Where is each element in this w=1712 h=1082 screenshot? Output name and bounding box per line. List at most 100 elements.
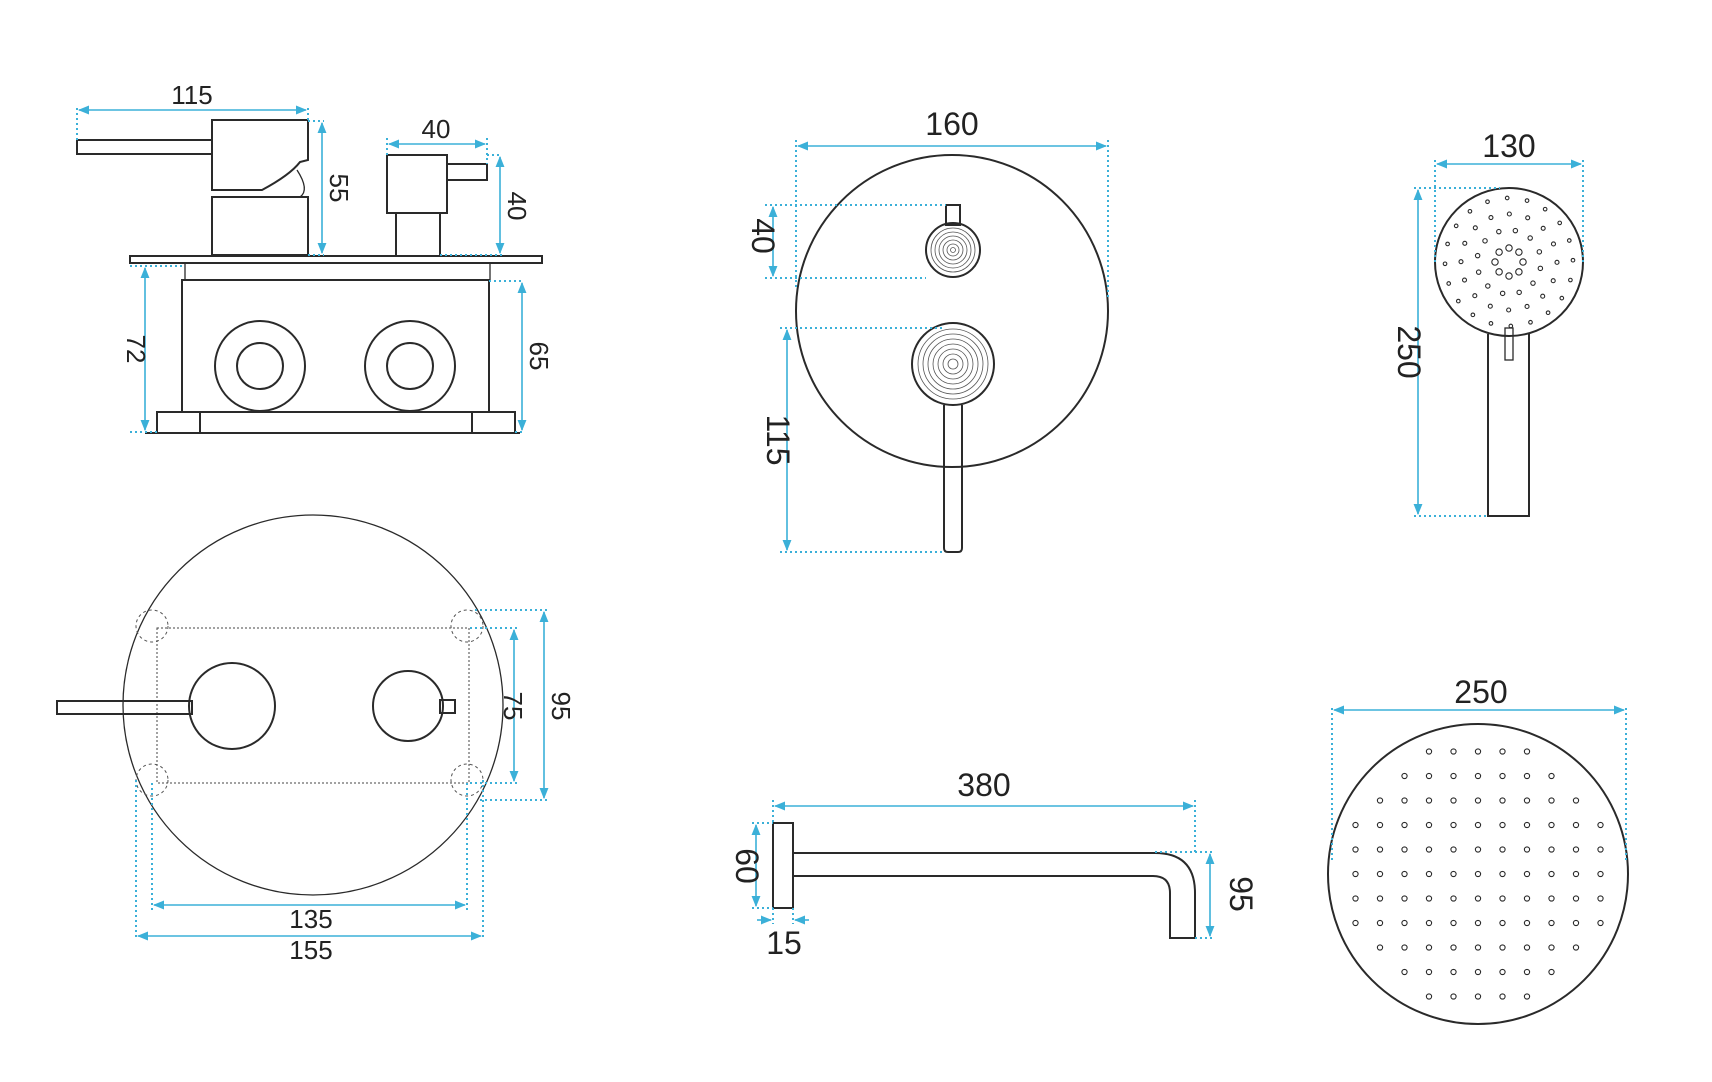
- front-plate: [795, 154, 1109, 468]
- rain-nozzle: [1499, 797, 1506, 804]
- rain-nozzle: [1523, 968, 1531, 976]
- hand-nozzle: [1506, 211, 1512, 217]
- hand-nozzle: [1442, 261, 1448, 267]
- rain-nozzle: [1401, 870, 1408, 878]
- small-knob-tab: [945, 204, 961, 226]
- hand-nozzle: [1482, 238, 1488, 244]
- rain-nozzle: [1523, 919, 1531, 927]
- hand-nozzle: [1504, 195, 1510, 201]
- hand-shower-head: [1434, 187, 1584, 337]
- rain-nozzle: [1376, 821, 1384, 829]
- rain-nozzle: [1523, 846, 1531, 853]
- hand-shower-handle: [1487, 334, 1530, 517]
- rain-nozzle: [1425, 870, 1433, 878]
- hand-nozzle: [1488, 214, 1494, 221]
- shower-arm: 380 60 15 95: [729, 767, 1259, 961]
- rain-nozzle: [1450, 919, 1457, 927]
- hand-nozzle: [1525, 215, 1531, 221]
- rain-nozzle: [1425, 797, 1433, 804]
- hand-nozzle: [1472, 225, 1478, 231]
- rain-nozzle: [1523, 748, 1531, 755]
- rain-nozzle: [1376, 797, 1384, 804]
- hand-nozzle: [1550, 241, 1557, 247]
- small-knob: [925, 222, 981, 278]
- rain-nozzle: [1597, 919, 1604, 927]
- screw-hole-tr: [450, 609, 484, 643]
- rain-nozzle: [1499, 870, 1506, 878]
- rain-nozzle: [1523, 870, 1531, 878]
- rain-nozzle: [1597, 895, 1604, 902]
- hand-nozzle: [1542, 206, 1548, 212]
- hand-nozzle: [1527, 235, 1533, 241]
- hand-nozzle: [1566, 238, 1572, 243]
- hand-nozzle: [1515, 268, 1523, 276]
- rain-nozzle: [1474, 846, 1482, 853]
- rain-nozzle: [1597, 870, 1604, 878]
- rain-nozzle: [1548, 821, 1555, 829]
- rain-nozzle: [1597, 821, 1604, 829]
- lever-body: [211, 119, 309, 191]
- dim-hand-shower-length: 250: [1391, 325, 1427, 378]
- dim-box-height-right: 65: [524, 342, 554, 371]
- rain-nozzle: [1425, 772, 1433, 780]
- rain-nozzle: [1450, 944, 1457, 951]
- box-port-right: [364, 320, 456, 412]
- hand-nozzle: [1475, 269, 1482, 275]
- top-knob-tab: [439, 699, 456, 714]
- front-lever: [943, 405, 963, 553]
- cover-plate-outline: [122, 514, 504, 896]
- dim-box-inner-height: 75: [498, 692, 528, 721]
- rain-nozzle: [1499, 993, 1506, 1000]
- rain-nozzle: [1450, 895, 1457, 902]
- dim-knob-width: 40: [422, 114, 451, 144]
- rain-nozzle: [1352, 919, 1359, 927]
- rain-nozzle: [1352, 895, 1359, 902]
- rain-nozzle: [1401, 797, 1408, 804]
- dim-knob-height: 40: [502, 192, 532, 221]
- hand-nozzle: [1487, 303, 1493, 309]
- hand-nozzle: [1540, 293, 1546, 299]
- rain-nozzle: [1401, 895, 1408, 902]
- rain-nozzle: [1474, 944, 1482, 951]
- mixer-front-plate: 160 40 115: [745, 106, 1109, 553]
- rain-nozzle: [1572, 895, 1580, 902]
- diverter-knob: [386, 154, 448, 214]
- hand-nozzle: [1537, 265, 1544, 272]
- dim-lever-length: 115: [171, 80, 212, 110]
- rain-nozzle: [1499, 846, 1506, 853]
- hand-nozzle: [1495, 268, 1503, 276]
- rain-nozzle: [1548, 919, 1555, 927]
- hand-nozzle: [1536, 249, 1543, 255]
- hand-nozzle: [1461, 277, 1468, 283]
- hand-nozzle: [1545, 310, 1551, 316]
- rain-nozzle: [1425, 993, 1433, 1000]
- rain-nozzle: [1450, 968, 1457, 976]
- cover-plate-edge: [129, 255, 543, 264]
- rain-nozzle: [1548, 846, 1555, 853]
- top-lever: [56, 700, 193, 715]
- hand-nozzle: [1499, 290, 1506, 297]
- rain-nozzle: [1376, 895, 1384, 902]
- rain-nozzle: [1572, 797, 1580, 804]
- hand-nozzle: [1557, 220, 1563, 226]
- hand-nozzle: [1470, 312, 1476, 318]
- lever-handle: [76, 139, 213, 155]
- diverter-tab: [446, 163, 488, 181]
- dim-box-outer-width: 155: [289, 935, 332, 965]
- rain-nozzle: [1523, 895, 1531, 902]
- dim-hand-shower-width: 130: [1482, 128, 1535, 164]
- top-lever-body: [188, 662, 276, 750]
- dim-plate-width: 160: [925, 106, 978, 142]
- dim-box-height-left: 72: [121, 335, 151, 364]
- rain-nozzle: [1597, 846, 1604, 853]
- rain-nozzle: [1499, 944, 1506, 951]
- rain-nozzle: [1499, 919, 1506, 927]
- hand-nozzle: [1568, 277, 1573, 283]
- hand-nozzle: [1570, 257, 1576, 263]
- hand-nozzle: [1515, 248, 1523, 256]
- lever-stem: [211, 196, 309, 256]
- dim-lever-height: 55: [324, 174, 354, 203]
- hand-nozzle: [1524, 198, 1530, 203]
- box-port-left: [214, 320, 306, 412]
- rain-nozzle: [1474, 797, 1482, 804]
